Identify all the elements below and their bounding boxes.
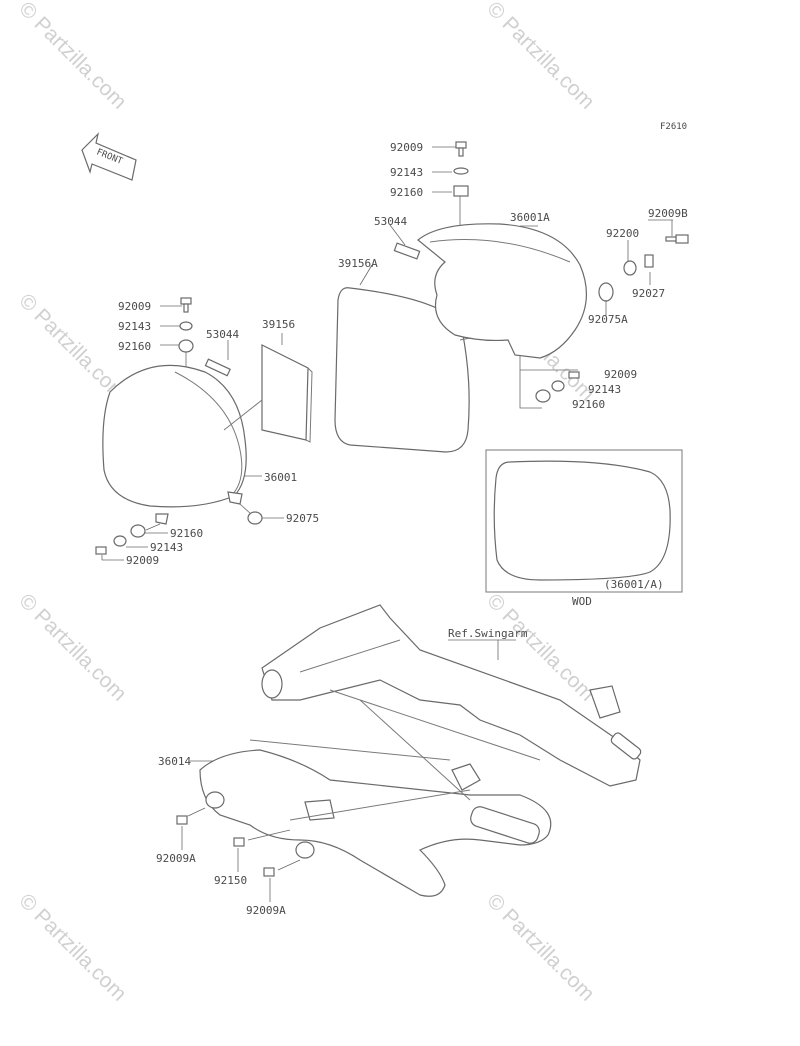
label-36001A: 36001A [510, 211, 550, 224]
label-36014: 36014 [158, 755, 191, 768]
watermark-7: © Partzilla.com [14, 889, 130, 1005]
inset-note: WOD [572, 595, 592, 608]
label-92150: 92150 [214, 874, 247, 887]
collar-icon [393, 242, 421, 260]
figure-code: F2610 [660, 122, 687, 132]
chain-guard [199, 749, 552, 897]
side-cover-left [102, 364, 247, 508]
label-92143-top: 92143 [390, 166, 423, 179]
label-92160-top: 92160 [390, 186, 423, 199]
label-ref-swingarm: Ref.Swingarm [448, 627, 528, 640]
watermark-2: © Partzilla.com [482, 0, 598, 114]
tab-icon [155, 513, 169, 525]
grommet-icon [247, 511, 263, 525]
side-cover-right [417, 223, 588, 359]
watermark-5: © Partzilla.com [14, 589, 130, 705]
label-53044-right: 53044 [374, 215, 407, 228]
label-36001: 36001 [264, 471, 297, 484]
label-92143-left: 92143 [118, 320, 151, 333]
label-92009-top: 92009 [390, 141, 423, 154]
label-92075A: 92075A [588, 313, 628, 326]
label-92075: 92075 [286, 512, 319, 525]
tab-icon [227, 491, 243, 505]
label-92160-left: 92160 [118, 340, 151, 353]
washer-icon [113, 535, 127, 547]
collar-icon [204, 358, 231, 377]
label-92143-right: 92143 [588, 383, 621, 396]
label-39156A: 39156A [338, 257, 378, 270]
label-92009-bottom-left: 92009 [126, 554, 159, 567]
label-92009A-2: 92009A [246, 904, 286, 917]
part-labels: 92009 92143 92160 53044 36001A 92009B 92… [118, 141, 688, 917]
label-92143-bottom-left: 92143 [150, 541, 183, 554]
label-92009A-1: 92009A [156, 852, 196, 865]
washer-icon [453, 167, 469, 175]
label-92009B: 92009B [648, 207, 688, 220]
grommet-icon [598, 282, 614, 302]
swingarm-group [176, 604, 642, 902]
washer-icon [623, 260, 637, 276]
watermark-1: © Partzilla.com [14, 0, 130, 114]
bolt-icon [455, 141, 467, 157]
washer-icon [179, 321, 193, 331]
bolt-icon [176, 815, 188, 825]
front-arrow-icon: FRONT [81, 132, 137, 181]
label-92009-left: 92009 [118, 300, 151, 313]
inset-caption: (36001/A) [604, 578, 664, 591]
bolt-icon [233, 837, 245, 847]
grommet-icon [130, 524, 146, 538]
bolt-icon [568, 371, 580, 379]
right-cover-group [334, 141, 689, 453]
watermark-8: © Partzilla.com [482, 889, 598, 1005]
bolt-icon [95, 546, 107, 555]
grommet-icon [178, 339, 194, 353]
bolt-icon [665, 234, 689, 244]
filter-element [261, 344, 309, 441]
bolt-icon [263, 867, 275, 877]
label-39156: 39156 [262, 318, 295, 331]
grommet-icon [453, 185, 469, 197]
label-92160-bottom-left: 92160 [170, 527, 203, 540]
variant-inset: (36001/A) WOD [485, 449, 683, 608]
label-92009-right: 92009 [604, 368, 637, 381]
label-92160-right: 92160 [572, 398, 605, 411]
label-92200: 92200 [606, 227, 639, 240]
label-53044-left: 53044 [206, 328, 239, 341]
bolt-icon [180, 297, 192, 313]
washer-icon [551, 380, 565, 392]
swingarm [261, 604, 641, 787]
grommet-icon [535, 389, 551, 403]
left-cover-group [95, 297, 313, 561]
label-92027: 92027 [632, 287, 665, 300]
collar-icon [644, 254, 654, 268]
